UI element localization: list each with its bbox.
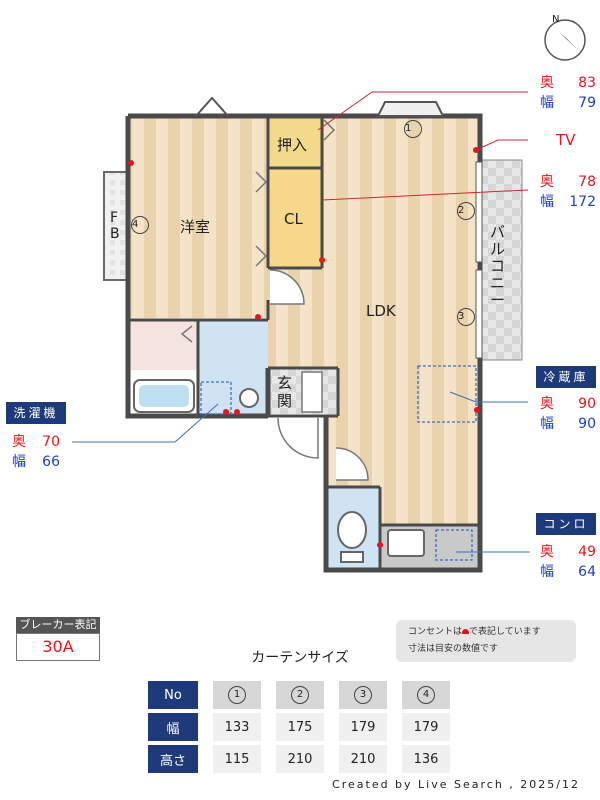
room-fb-1: F [110, 210, 119, 226]
window-2 [475, 161, 483, 263]
curtain-cell: 175 [276, 713, 324, 741]
window-number-3: 3 [457, 308, 475, 326]
breaker-value: 30A [16, 633, 100, 661]
vent-mark [195, 96, 229, 117]
window-number-2: 2 [457, 202, 475, 220]
shoe-cabinet [301, 371, 323, 413]
curtain-cell: 179 [339, 713, 387, 741]
door-swing-western [269, 269, 305, 305]
oshiire-floor [268, 118, 322, 168]
outlet-icon [462, 629, 470, 634]
stove-space [435, 529, 473, 561]
room-genkan-1: 玄 [277, 374, 293, 392]
compass-icon [544, 19, 586, 61]
washer-tag: 洗濯機 [6, 402, 66, 424]
door-swing-toilet [335, 447, 369, 481]
stove-tag: コンロ [536, 513, 596, 535]
outlet-note: コンセントはで表記しています 寸法は目安の数値です [396, 620, 576, 662]
breaker-title: ブレーカー表記 [16, 617, 100, 633]
callout-lines-red [317, 91, 529, 201]
balcony [479, 159, 523, 361]
outlets [128, 147, 480, 548]
kitchen-sink [387, 529, 425, 557]
curtain-row-label: 高さ [148, 745, 198, 773]
room-cl: CL [284, 210, 303, 228]
toilet-tank [340, 551, 364, 563]
western-room-floor [128, 118, 268, 318]
floor-plan [72, 19, 586, 573]
room-fb-2: B [110, 226, 120, 242]
door-swing-entry [277, 417, 319, 459]
footer-credit: Created by Live Search , 2025/12 [332, 778, 580, 791]
callout-tv: TV [556, 131, 576, 149]
walls [125, 113, 483, 573]
curtain-cell: 136 [402, 745, 450, 773]
sink-round [239, 388, 259, 408]
toilet [337, 511, 367, 549]
curtain-table: No 1 2 3 4 幅 133 175 179 179 高さ 115 210 … [148, 681, 450, 773]
curtain-cell: 179 [402, 713, 450, 741]
compass-needle [560, 33, 580, 52]
window-number-1: 1 [404, 120, 422, 138]
curtain-cell: 133 [213, 713, 261, 741]
closet-floor [268, 168, 322, 268]
window-3 [475, 269, 483, 359]
bathtub-water [139, 385, 189, 407]
curtain-cell: 115 [213, 745, 261, 773]
curtain-num: 4 [402, 681, 450, 709]
room-oshiire: 押入 [277, 136, 308, 154]
room-genkan-2: 関 [277, 392, 293, 410]
compass-north-label: N [552, 14, 560, 25]
room-western: 洋室 [180, 218, 211, 236]
callout-lines-blue [72, 391, 530, 553]
curtain-header-no: No [148, 681, 198, 709]
room-ldk: LDK [366, 302, 396, 320]
curtain-title: カーテンサイズ [251, 650, 349, 666]
curtain-cell: 210 [276, 745, 324, 773]
washroom-floor [128, 320, 198, 370]
curtain-num: 2 [276, 681, 324, 709]
fridge-space [417, 365, 477, 423]
fridge-tag: 冷蔵庫 [536, 366, 596, 388]
curtain-num: 1 [213, 681, 261, 709]
inner-walls [128, 118, 478, 570]
room-balcony: バルコニー [490, 223, 506, 309]
window-number-4: 4 [131, 216, 149, 234]
washer-space [200, 381, 232, 415]
curtain-row-label: 幅 [148, 713, 198, 741]
curtain-num: 3 [339, 681, 387, 709]
bay-window [376, 101, 445, 117]
curtain-cell: 210 [339, 745, 387, 773]
